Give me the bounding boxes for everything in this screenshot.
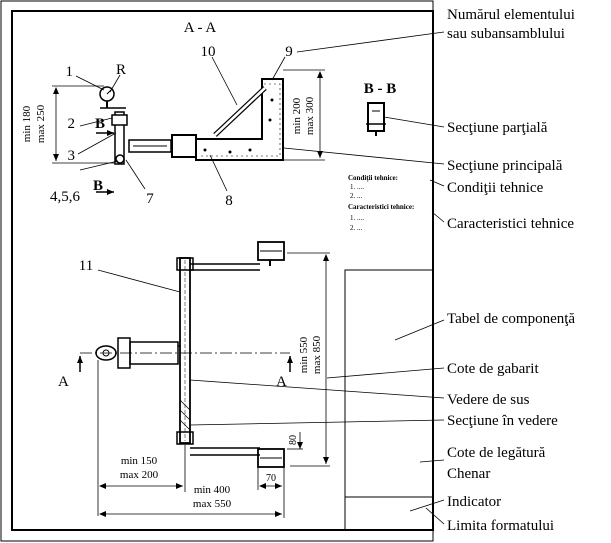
callout-main-section: Secţiune principală — [447, 158, 563, 174]
plan-height-min: min 550 — [298, 336, 310, 373]
part-11-leader — [97, 269, 181, 293]
callout-element-number-2: sau subansamblului — [447, 26, 565, 42]
callout-component-table: Tabel de componenţă — [447, 311, 575, 327]
left-height-dimension — [52, 85, 115, 164]
view-a-marker-right: A — [276, 374, 287, 390]
callout-top-view: Vedere de sus — [447, 392, 530, 408]
section-b-marker-bottom: B — [93, 178, 103, 194]
pad-height: 80 — [288, 435, 299, 445]
callout-section-in-view: Secţiune în vedere — [447, 413, 558, 429]
right-height-max: max 300 — [304, 96, 316, 135]
callout-frame: Chenar — [447, 466, 490, 482]
section-b-b-view — [366, 102, 386, 136]
characteristics-title: Caracteristici tehnice: — [348, 203, 414, 211]
callout-indicator: Indicator — [447, 494, 501, 510]
component-table — [344, 269, 434, 498]
callout-leaders — [189, 31, 445, 525]
conditions-line-2: 2. ... — [350, 192, 363, 200]
part-9: 9 — [285, 44, 293, 60]
view-a-markers — [77, 356, 293, 372]
left-height-max: max 250 — [35, 104, 47, 143]
part-leaders-a — [75, 56, 286, 192]
pad-width: 70 — [266, 473, 276, 484]
offset-max: max 200 — [120, 469, 159, 481]
part-8: 8 — [225, 193, 233, 209]
part-1: 1 — [66, 64, 74, 80]
section-a-title: A - A — [184, 20, 217, 36]
left-height-min: min 180 — [21, 105, 33, 142]
callout-connection-dimensions: Cote de legătură — [447, 445, 546, 461]
right-height-dimension — [283, 69, 325, 161]
section-b-markers — [96, 130, 114, 195]
pad-width-dimension — [257, 467, 285, 490]
callout-format-limit: Limita formatului — [447, 518, 554, 534]
offset-min: min 150 — [121, 455, 158, 467]
characteristics-line-2: 2. ... — [350, 224, 363, 232]
part-2: 2 — [68, 116, 76, 132]
technical-notes: Condiţii tehnice: 1. .... 2. ... Caracte… — [348, 174, 414, 232]
width-dimension — [99, 490, 285, 518]
section-a-a-view — [99, 78, 284, 165]
width-min: min 400 — [194, 484, 231, 496]
title-block — [344, 496, 434, 531]
callout-technical-characteristics: Caracteristici tehnice — [447, 216, 574, 232]
part-3: 3 — [68, 148, 76, 164]
callout-overall-dimensions: Cote de gabarit — [447, 361, 539, 377]
width-max: max 550 — [193, 498, 232, 510]
section-b-title: B - B — [364, 81, 397, 97]
plan-height-dimension — [287, 252, 330, 467]
main-body — [195, 78, 284, 161]
characteristics-line-1: 1. .... — [350, 214, 364, 222]
callout-element-number-1: Numărul elementului — [447, 7, 575, 23]
part-7: 7 — [146, 191, 154, 207]
bottom-pad — [257, 448, 285, 468]
vertical-cylinder — [114, 111, 125, 165]
plan-height-max: max 850 — [311, 335, 323, 374]
hydraulic-cylinder — [171, 134, 197, 158]
section-b-marker-top: B — [95, 116, 105, 132]
callout-partial-section: Secţiune parţială — [447, 120, 548, 136]
pad-height-dimension — [287, 432, 303, 450]
top-view — [80, 241, 290, 468]
radius-label: R — [116, 62, 126, 78]
part-4-5-6: 4,5,6 — [50, 189, 81, 205]
part-10: 10 — [201, 44, 216, 60]
right-height-min: min 200 — [291, 97, 303, 134]
callout-technical-conditions: Condiţii tehnice — [447, 180, 544, 196]
offset-dimension — [97, 360, 186, 516]
view-a-marker-left: A — [58, 374, 69, 390]
part-11: 11 — [79, 258, 93, 274]
conditions-title: Condiţii tehnice: — [348, 174, 398, 182]
conditions-line-1: 1. .... — [350, 183, 364, 191]
